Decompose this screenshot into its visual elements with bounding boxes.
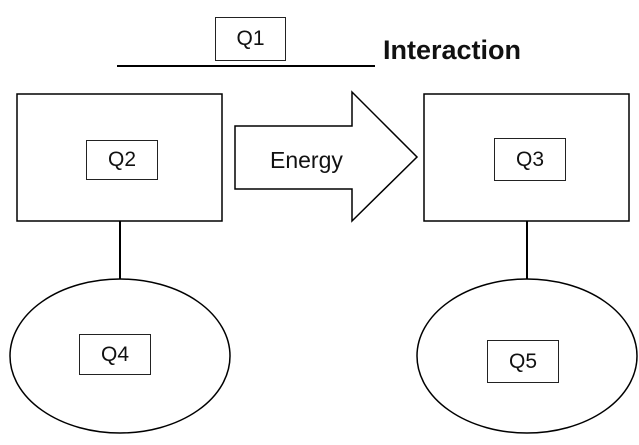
q1-label-box: Q1 xyxy=(215,17,286,61)
q3-label-box: Q3 xyxy=(494,138,566,181)
energy-arrow xyxy=(234,90,419,223)
arrow-label: Energy xyxy=(270,147,343,173)
q4-label-box: Q4 xyxy=(79,334,151,375)
q5-label-box: Q5 xyxy=(487,340,559,383)
q2-label-box: Q2 xyxy=(86,140,158,180)
diagram-title: Interaction xyxy=(383,35,522,65)
